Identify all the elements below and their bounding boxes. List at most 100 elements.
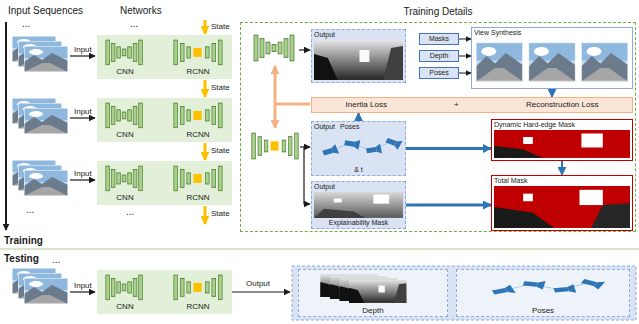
input-arrow (70, 291, 95, 292)
vs-image (476, 42, 628, 81)
annotation-label: ... (52, 254, 60, 266)
node-label: CNN (116, 193, 133, 202)
annotation-label: Input Sequences (8, 5, 83, 17)
network-panel (97, 98, 232, 142)
input-box: Poses (419, 67, 459, 79)
node-illustration (104, 102, 146, 129)
poses-output: OutputPoses& t (311, 121, 406, 176)
node-label: CNN (116, 67, 133, 76)
totalmask-image (494, 186, 630, 228)
flow-arrow (406, 147, 491, 150)
training-details-frame: Training DetailsOutputMasksDepthPosesVie… (240, 22, 636, 232)
node-label: Inertia Loss (346, 100, 387, 109)
flow-arrow (459, 39, 471, 40)
loss-feedback-line (275, 103, 310, 106)
input-frame (24, 108, 68, 134)
annotation-label: ... (126, 206, 134, 218)
output-arrow (304, 147, 310, 204)
node-illustration (301, 272, 445, 305)
annotation-label: Input (74, 281, 92, 290)
flow-arrow (561, 161, 563, 175)
input-box: Masks (419, 33, 459, 45)
cnn-block: CNN (102, 163, 148, 203)
flow-arrow (551, 89, 553, 97)
poses-image (321, 136, 402, 158)
annotation-label: Input (74, 169, 92, 178)
node-label: Depth (430, 52, 449, 60)
rcnn-image (174, 40, 222, 65)
node-illustration (314, 132, 403, 165)
node-label: RCNN (186, 67, 209, 76)
section-divider (0, 249, 639, 250)
node-illustration (494, 130, 630, 158)
annotation-label: ... (22, 18, 30, 30)
node-illustration (172, 102, 224, 129)
output-arrow (232, 291, 290, 292)
node-illustration (104, 165, 146, 192)
input-arrow (70, 55, 95, 56)
depth-image (314, 40, 403, 80)
node-label: + (454, 100, 459, 109)
depth-result: Depth (298, 269, 448, 317)
cnn-image (106, 40, 143, 65)
posestrip-image (490, 277, 605, 296)
flow-arrow (358, 113, 360, 121)
node-illustration (474, 38, 630, 86)
hard-edge-mask: Dynamic Hard-edge Mask (491, 119, 633, 161)
depth-output: Output (311, 29, 406, 83)
node-illustration (314, 192, 403, 218)
view-synthesis: View Synthesis (471, 27, 633, 89)
node-label: Total Mask (494, 177, 527, 185)
node-label: & t (354, 166, 363, 174)
cnn-block: CNN (102, 100, 148, 140)
output-arrow (299, 49, 310, 50)
node-label: RCNN (186, 130, 209, 139)
annotation-label: Networks (120, 5, 162, 17)
state-arrow (204, 80, 207, 97)
flow-arrow (459, 56, 471, 57)
node-illustration (459, 272, 627, 305)
annotation-label: Training (4, 235, 43, 247)
annotation-label: Output (246, 279, 270, 288)
loss-feedback-arrow (274, 66, 277, 104)
network-panel (97, 35, 232, 79)
state-arrow (204, 20, 207, 34)
node-label: Poses (340, 123, 359, 131)
state-arrow (204, 206, 207, 224)
node-label: RCNN (186, 302, 209, 311)
rcnn-image (174, 166, 222, 191)
node-label: Poses (532, 306, 554, 315)
annotation-label: State (211, 209, 230, 218)
node-illustration (172, 39, 224, 66)
cnn-image (106, 166, 143, 191)
input-arrow (70, 117, 95, 118)
node-illustration (314, 40, 403, 80)
annotation-label: ... (130, 18, 138, 30)
rcnn-icon (252, 133, 298, 159)
poses-result: Poses (456, 269, 630, 317)
test-output-panel (292, 266, 636, 320)
cnn-image (106, 275, 143, 300)
node-label: Reconstruction Loss (526, 100, 598, 109)
network-panel (97, 270, 232, 314)
rcnn-block: RCNN (170, 272, 226, 312)
output-arrow (300, 146, 310, 147)
input-frame (24, 170, 68, 196)
node-illustration (172, 274, 224, 301)
annotation-label: ... (26, 204, 34, 216)
rcnn-image (174, 103, 222, 128)
rcnn-block: RCNN (170, 37, 226, 77)
node-illustration (104, 39, 146, 66)
cnn-block: CNN (102, 272, 148, 312)
cnn-icon (254, 35, 294, 61)
annotation-label: State (211, 22, 230, 31)
mask-output: OutputExplainability Mask (311, 181, 406, 229)
annotation-label: State (211, 146, 230, 155)
node-label: Masks (429, 35, 449, 43)
annotation-label: Input (74, 45, 92, 54)
node-label: Poses (429, 69, 448, 77)
node-label: CNN (116, 130, 133, 139)
loss-band: Inertia Loss + Reconstruction Loss (311, 97, 633, 113)
node-label: Output (314, 31, 335, 39)
node-label: Depth (362, 306, 383, 315)
